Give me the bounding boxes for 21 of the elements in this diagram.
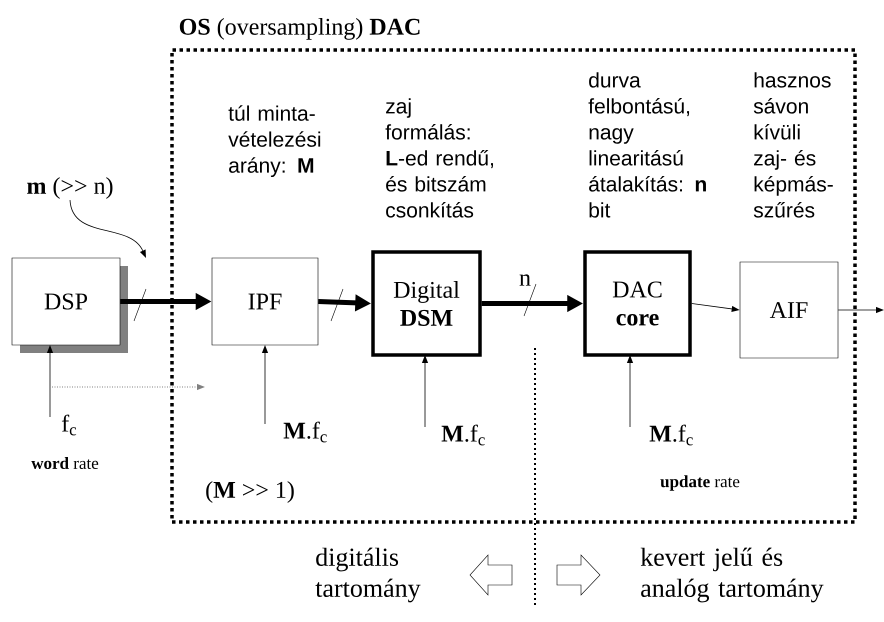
- note-label: (M >> 1): [206, 481, 294, 503]
- rate-label: update rate: [660, 475, 740, 491]
- domain-label: digitális tartomány: [315, 548, 421, 602]
- block-box: AIF: [740, 262, 838, 358]
- block-box: Digital DSM: [371, 250, 482, 357]
- clock-label: M.f$_{c}$: [650, 424, 693, 446]
- description-text: hasznos sávon kívüli zaj- és képmás- szűrés: [754, 72, 833, 218]
- description-text: zaj formálás: L-ed rendű, és bitszám csonkítás: [386, 98, 494, 218]
- description-text: túl minta- vételezési arány: M: [228, 105, 320, 178]
- node-label: OS (oversampling) DAC: [180, 18, 420, 40]
- block-box: DAC core: [583, 250, 692, 357]
- bus-width-label: m (>> n): [27, 177, 112, 199]
- clock-label: M.f$_{c}$: [442, 424, 485, 446]
- edge-label: n: [518, 273, 532, 287]
- description-text: durva felbontású, nagy linearitású átalakítás: n bit: [588, 72, 706, 218]
- rate-label: word rate: [31, 457, 98, 469]
- clock-label: f$_{c}$: [62, 414, 76, 436]
- domain-label: kevert jelű és analóg tartomány: [640, 548, 824, 602]
- clock-label: M.f$_{c}$: [284, 422, 327, 442]
- block-box: DSP: [12, 258, 128, 353]
- block-box: IPF: [212, 258, 318, 346]
